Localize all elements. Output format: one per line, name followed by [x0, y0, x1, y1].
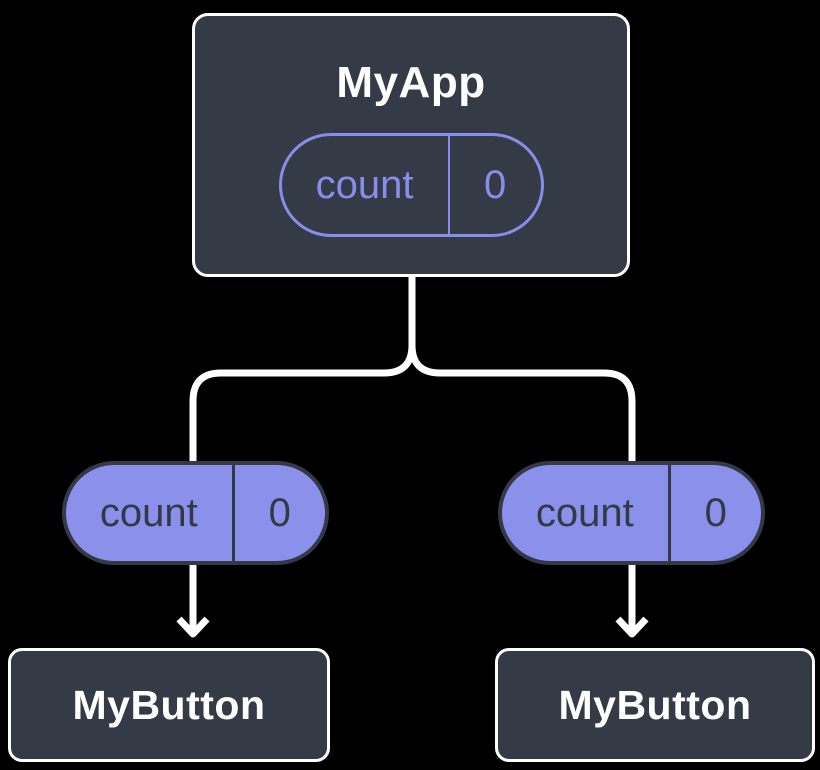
- branch-line-right: [408, 273, 636, 466]
- component-title: MyButton: [72, 682, 266, 728]
- state-pill-label: count: [282, 136, 450, 234]
- prop-pill-label: count: [66, 465, 235, 561]
- component-title: MyButton: [558, 682, 752, 728]
- branch-line-left: [189, 273, 416, 466]
- component-title: MyApp: [336, 58, 486, 107]
- prop-pill-right: count 0: [498, 461, 765, 565]
- state-pill-value: 0: [483, 163, 507, 207]
- prop-pill-value: 0: [704, 491, 727, 535]
- arrow-down-icon-right: [615, 616, 649, 638]
- prop-pill-left: count 0: [62, 461, 329, 565]
- component-node-myapp: MyApp count 0: [192, 13, 630, 277]
- state-pill: count 0: [278, 133, 544, 237]
- prop-pill-value: 0: [268, 491, 291, 535]
- arrow-down-icon-left: [176, 616, 210, 638]
- prop-pill-label: count: [502, 465, 671, 561]
- component-node-mybutton-left: MyButton: [8, 648, 330, 762]
- component-node-mybutton-right: MyButton: [495, 648, 815, 762]
